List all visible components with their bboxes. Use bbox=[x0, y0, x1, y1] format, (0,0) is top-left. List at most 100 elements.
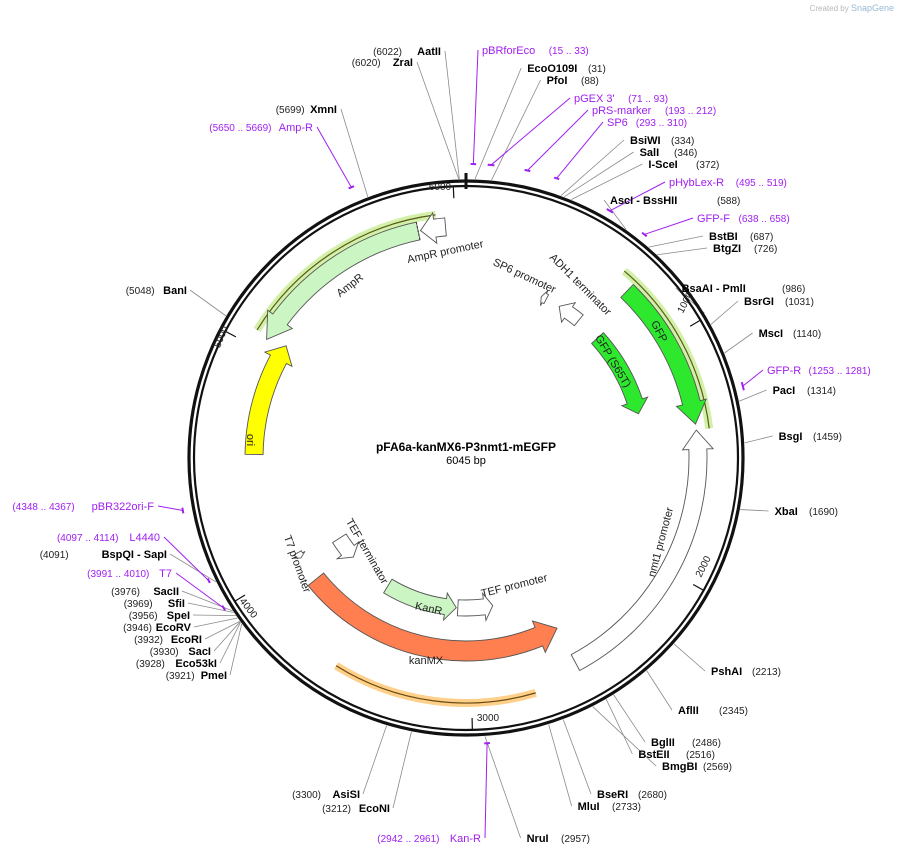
enzyme-aatii: AatII bbox=[417, 46, 441, 58]
primer-gfp-r: GFP-R bbox=[767, 365, 801, 377]
primer-leader bbox=[157, 505, 183, 511]
primer-leader bbox=[472, 49, 479, 165]
primer-phyblex-r: pHybLex-R bbox=[669, 177, 724, 189]
enzyme-bsgi: BsgI bbox=[779, 431, 803, 443]
enzyme-pos: (334) bbox=[671, 136, 694, 147]
enzyme-pos: (2680) bbox=[638, 790, 667, 801]
primer-leader bbox=[644, 217, 694, 235]
enzyme-xmni: XmnI bbox=[310, 104, 337, 116]
enzyme-ecoo109i: EcoO109I bbox=[527, 63, 577, 75]
primer-pgex-3: pGEX 3' bbox=[574, 93, 615, 105]
enzyme-leader bbox=[648, 235, 704, 248]
feature-ampr-promoter bbox=[419, 211, 447, 245]
enzyme-pos: (2733) bbox=[612, 802, 641, 813]
enzyme-pos: (588) bbox=[717, 196, 740, 207]
primer-leader bbox=[609, 181, 666, 212]
enzyme-leader bbox=[213, 621, 241, 652]
tick-mark bbox=[692, 583, 704, 591]
primer-site bbox=[221, 605, 227, 611]
enzyme-leader bbox=[187, 602, 234, 613]
enzyme-pos: (986) bbox=[782, 284, 805, 295]
enzyme-mlui: MluI bbox=[578, 801, 600, 813]
tick-label: 6000 bbox=[429, 182, 452, 193]
feature-highlights bbox=[253, 210, 714, 707]
enzyme-pos: (346) bbox=[674, 148, 697, 159]
enzyme-sali: SalI bbox=[640, 147, 660, 159]
enzyme-xbai: XbaI bbox=[775, 506, 798, 518]
enzyme-leader bbox=[571, 163, 643, 200]
feature-gfp-s65t bbox=[590, 332, 649, 415]
enzyme-nrui: NruI bbox=[527, 833, 549, 845]
primer-pos: (495 .. 519) bbox=[736, 178, 787, 189]
enzyme-bsaai: BsaAI - PmlI bbox=[682, 283, 746, 295]
plasmid-length: 6045 bp bbox=[446, 455, 486, 467]
enzyme-pos: (687) bbox=[750, 232, 773, 243]
enzyme-leader bbox=[444, 50, 460, 180]
feature-label-tef-promoter: TEF promoter bbox=[480, 572, 549, 600]
enzyme-leader bbox=[484, 736, 521, 839]
enzyme-leader bbox=[192, 614, 236, 617]
enzyme-econi: EcoNI bbox=[359, 803, 390, 815]
enzyme-pos: (3300) bbox=[292, 790, 321, 801]
enzyme-pos: (2516) bbox=[686, 750, 715, 761]
enzyme-pos: (4091) bbox=[40, 550, 69, 561]
enzyme-leader bbox=[193, 617, 238, 628]
enzyme-leader bbox=[560, 139, 625, 196]
enzyme-leader bbox=[710, 300, 739, 325]
feature-sp6-promoter bbox=[540, 290, 550, 306]
snapgene-credit: Created by SnapGene bbox=[810, 3, 894, 13]
enzyme-pos: (1314) bbox=[807, 386, 836, 397]
feature-label-ampr-promoter: AmpR promoter bbox=[406, 238, 485, 266]
enzyme-pos: (3932) bbox=[134, 635, 163, 646]
primer-kan-r: Kan-R bbox=[450, 833, 481, 845]
primer-site bbox=[348, 185, 355, 190]
enzyme-pos: (2213) bbox=[752, 667, 781, 678]
enzyme-leader bbox=[739, 389, 767, 402]
enzyme-leader bbox=[603, 199, 627, 230]
primer-pos: (293 .. 310) bbox=[636, 118, 687, 129]
enzyme-bmgbi: BmgBI bbox=[662, 761, 697, 773]
enzyme-pshai: PshAI bbox=[711, 666, 742, 678]
feature-kanr bbox=[383, 578, 457, 622]
feature-label-ori: ori bbox=[244, 434, 256, 446]
enzyme-ecori: EcoRI bbox=[171, 634, 202, 646]
feature-ori bbox=[244, 345, 293, 456]
ampr-highlight-line bbox=[256, 214, 436, 331]
enzyme-leader bbox=[740, 509, 769, 512]
enzyme-leader bbox=[491, 79, 541, 181]
gfp-highlight-line bbox=[623, 270, 710, 429]
enzyme-leader bbox=[229, 623, 243, 676]
enzyme-asci: AscI - BssHII bbox=[610, 195, 677, 207]
primer-gfp-f: GFP-F bbox=[697, 213, 730, 225]
enzyme-pos: (3956) bbox=[129, 611, 158, 622]
feature-label-t7-promoter: T7 promoter bbox=[281, 534, 313, 595]
primer-sp6: SP6 bbox=[607, 117, 628, 129]
enzyme-leader bbox=[724, 332, 753, 354]
feature-nmt1-promoter bbox=[570, 429, 715, 672]
primer-site bbox=[524, 168, 531, 173]
enzyme-pos: (1690) bbox=[809, 507, 838, 518]
enzyme-leader bbox=[219, 622, 241, 664]
enzyme-pos: (2957) bbox=[561, 834, 590, 845]
enzyme-pos: (3930) bbox=[150, 647, 179, 658]
enzyme-leader bbox=[592, 706, 657, 767]
enzyme-pos: (5048) bbox=[126, 286, 155, 297]
primer-pos: (15 .. 33) bbox=[549, 46, 589, 57]
enzyme-pos: (2345) bbox=[719, 706, 748, 717]
enzyme-pos: (3946) bbox=[123, 623, 152, 634]
enzyme-leader bbox=[548, 724, 572, 807]
enzyme-bglii: BglII bbox=[651, 737, 675, 749]
kanmx-highlight-line bbox=[335, 665, 536, 704]
primer-pos: (638 .. 658) bbox=[739, 214, 790, 225]
enzyme-leader bbox=[169, 553, 217, 583]
plasmid-name: pFA6a-kanMX6-P3nmt1-mEGFP bbox=[376, 440, 556, 454]
feature-ampr bbox=[266, 221, 421, 341]
enzyme-pos: (2486) bbox=[692, 738, 721, 749]
feature-arrows bbox=[244, 211, 715, 672]
enzyme-pos: (3969) bbox=[124, 599, 153, 610]
tick-mark bbox=[234, 594, 246, 602]
primer-pbr322ori-f: pBR322ori-F bbox=[92, 501, 155, 513]
tick-label: 3000 bbox=[477, 713, 500, 724]
enzyme-bstbi: BstBI bbox=[709, 231, 738, 243]
